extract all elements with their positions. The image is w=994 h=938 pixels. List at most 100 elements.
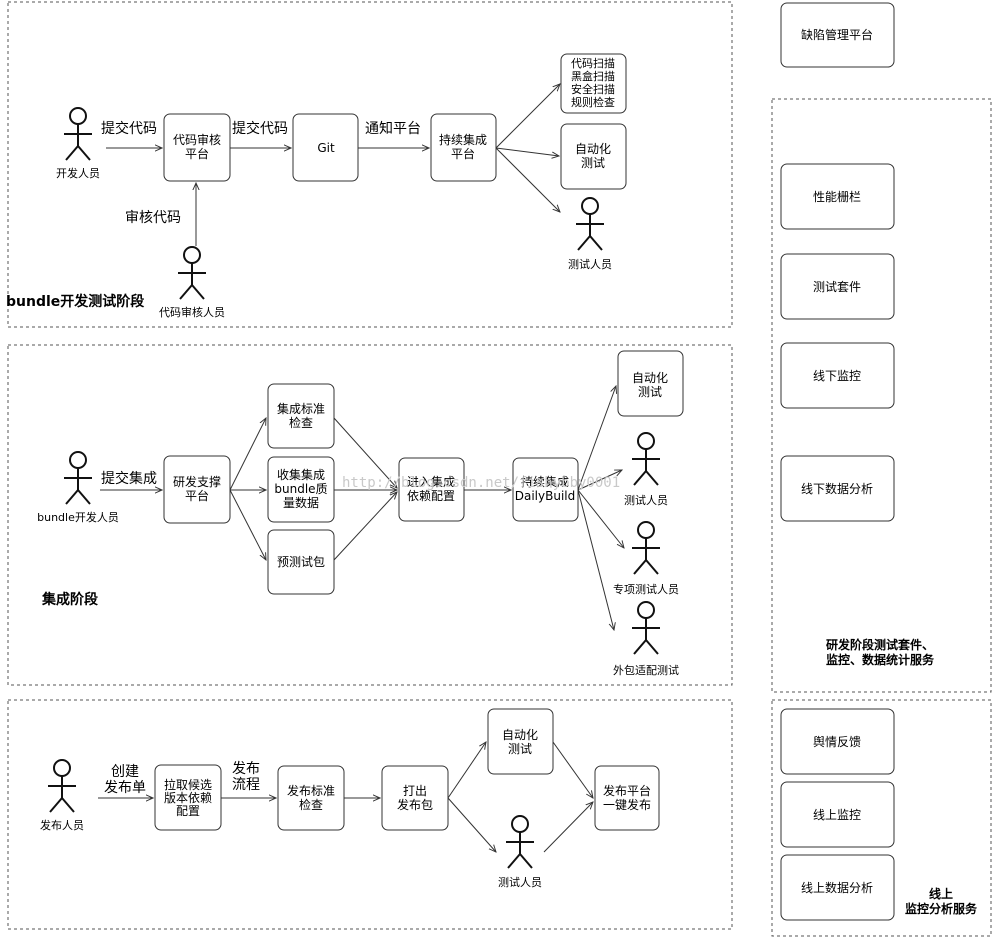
node-dev-auto-test[interactable]: 自动化测试 bbox=[560, 123, 627, 190]
edge bbox=[495, 84, 560, 149]
node-release-package[interactable]: 打出发布包 bbox=[381, 765, 449, 831]
node-enter-dependency-config[interactable]: 进入集成依赖配置 bbox=[398, 457, 465, 522]
node-label-line: DailyBuild bbox=[515, 489, 576, 503]
service-online-data-analysis[interactable]: 线上数据分析 bbox=[780, 854, 895, 921]
edge-label: 提交代码 bbox=[232, 120, 288, 137]
edge-label: 流程 bbox=[232, 777, 260, 793]
section-release bbox=[7, 699, 733, 930]
section-dev bbox=[7, 1, 733, 328]
node-label-line: 发布标准 bbox=[287, 783, 335, 798]
service-label: 线上监控 bbox=[813, 808, 861, 822]
node-label-line: 版本依赖 bbox=[164, 790, 212, 805]
panel-online-services-title: 线上 bbox=[929, 886, 953, 901]
svg-text:研发支撑平台: 研发支撑平台 bbox=[173, 474, 221, 503]
actor-publisher: 发布人员 bbox=[40, 759, 84, 832]
service-test-suite[interactable]: 测试套件 bbox=[780, 253, 895, 320]
section-dev-title: bundle开发测试阶段 bbox=[6, 293, 144, 310]
node-label-line: 检查 bbox=[299, 797, 323, 812]
node-git[interactable]: Git bbox=[292, 113, 359, 182]
node-label-line: 收集集成 bbox=[277, 467, 325, 482]
node-pretest-package[interactable]: 预测试包 bbox=[267, 529, 335, 595]
node-label-line: 配置 bbox=[176, 804, 200, 818]
node-git-label: Git bbox=[317, 141, 335, 155]
actor-code-reviewer-label: 代码审核人员 bbox=[159, 305, 225, 319]
node-rd-platform[interactable]: 研发支撑平台 bbox=[163, 455, 231, 524]
edge bbox=[577, 386, 616, 491]
node-integration-standard-check[interactable]: 集成标准检查 bbox=[267, 383, 335, 449]
svg-text:线上监控分析服务: 线上监控分析服务 bbox=[905, 886, 978, 916]
actor-code-reviewer: 代码审核人员 bbox=[159, 246, 225, 319]
svg-text:自动化测试: 自动化测试 bbox=[502, 728, 538, 756]
node-label-line: 规则检查 bbox=[571, 95, 615, 109]
service-performance-fence[interactable]: 性能栅栏 bbox=[780, 163, 895, 230]
node-label-line: 依赖配置 bbox=[407, 488, 455, 503]
service-online-monitor[interactable]: 线上监控 bbox=[780, 781, 895, 848]
svg-text:研发阶段测试套件、监控、数据统计服务: 研发阶段测试套件、监控、数据统计服务 bbox=[826, 637, 935, 667]
actor-integration-tester: 测试人员 bbox=[624, 432, 668, 507]
node-label-line: 持续集成 bbox=[521, 474, 569, 489]
node-label-line: 测试 bbox=[581, 155, 605, 170]
panel-online-services-title: 监控分析服务 bbox=[905, 901, 978, 916]
node-release-standard-check[interactable]: 发布标准检查 bbox=[277, 765, 345, 831]
node-label-line: 自动化 bbox=[502, 728, 538, 742]
service-label: 线下数据分析 bbox=[801, 481, 873, 496]
node-code-review-platform[interactable]: 代码审核平台 bbox=[163, 113, 231, 182]
node-label-line: 黑盒扫描 bbox=[571, 69, 615, 83]
svg-text:拉取候选版本依赖配置: 拉取候选版本依赖配置 bbox=[164, 777, 212, 818]
node-label-line: 平台 bbox=[185, 488, 209, 503]
edge-label: 提交代码 bbox=[101, 120, 157, 137]
node-release-auto-test[interactable]: 自动化测试 bbox=[487, 708, 554, 775]
node-pull-candidate-config[interactable]: 拉取候选版本依赖配置 bbox=[154, 764, 222, 831]
actor-release-tester-label: 测试人员 bbox=[498, 876, 542, 889]
edge-label: 发布单 bbox=[104, 780, 146, 796]
edge-label: 审核代码 bbox=[125, 210, 181, 226]
actor-dev-tester: 测试人员 bbox=[568, 197, 612, 271]
service-label: 测试套件 bbox=[813, 279, 861, 294]
edge-label: 创建 bbox=[111, 764, 139, 780]
node-code-scan[interactable]: 代码扫描黑盒扫描安全扫描规则检查 bbox=[560, 53, 627, 114]
svg-text:代码扫描黑盒扫描安全扫描规则检查: 代码扫描黑盒扫描安全扫描规则检查 bbox=[571, 56, 615, 109]
actor-special-tester-label: 专项测试人员 bbox=[613, 582, 679, 596]
svg-text:自动化测试: 自动化测试 bbox=[632, 371, 668, 399]
node-label-line: 发布包 bbox=[397, 797, 433, 812]
node-label-line: 打出 bbox=[403, 784, 427, 798]
node-label-line: 测试 bbox=[508, 741, 532, 756]
actor-dev-tester-label: 测试人员 bbox=[568, 258, 612, 271]
service-label: 性能栅栏 bbox=[813, 189, 861, 204]
service-offline-monitor[interactable]: 线下监控 bbox=[780, 342, 895, 409]
edge bbox=[229, 418, 266, 491]
node-label-line: 代码扫描 bbox=[571, 56, 615, 70]
node-label-line: 集成标准 bbox=[277, 401, 325, 416]
panel-dev-services-title: 研发阶段测试套件、 bbox=[826, 637, 934, 652]
service-public-opinion[interactable]: 舆情反馈 bbox=[780, 708, 895, 775]
actor-release-tester: 测试人员 bbox=[498, 815, 542, 889]
node-integration-auto-test[interactable]: 自动化测试 bbox=[617, 350, 684, 417]
service-offline-data-analysis[interactable]: 线下数据分析 bbox=[780, 455, 895, 522]
node-one-click-release[interactable]: 发布平台一键发布 bbox=[594, 765, 660, 831]
edge bbox=[229, 489, 266, 560]
node-label-line: 拉取候选 bbox=[164, 777, 212, 792]
actor-developer: 开发人员 bbox=[56, 107, 100, 180]
node-label-line: 检查 bbox=[289, 415, 313, 430]
node-label-line: 代码审核 bbox=[173, 132, 221, 147]
panel-dev-services-title: 监控、数据统计服务 bbox=[826, 652, 935, 667]
actor-bundle-developer-label: bundle开发人员 bbox=[37, 510, 119, 524]
node-label-line: 测试 bbox=[638, 384, 662, 399]
node-label-line: 发布平台 bbox=[603, 783, 651, 798]
node-label-line: 持续集成 bbox=[439, 132, 487, 147]
svg-text:打出发布包: 打出发布包 bbox=[397, 784, 433, 812]
edge bbox=[543, 802, 593, 853]
node-ci-platform[interactable]: 持续集成平台 bbox=[430, 113, 497, 182]
actor-outsourced-tester-label: 外包适配测试 bbox=[613, 664, 679, 677]
service-label: 舆情反馈 bbox=[813, 734, 861, 749]
svg-text:代码审核平台: 代码审核平台 bbox=[173, 132, 221, 161]
watermark: http://blog.csdn.net/fishybby0001 bbox=[342, 475, 620, 491]
edge bbox=[577, 470, 622, 491]
service-label: 线上数据分析 bbox=[801, 880, 873, 895]
node-defect-management-platform[interactable]: 缺陷管理平台 bbox=[780, 2, 895, 68]
actor-developer-label: 开发人员 bbox=[56, 166, 100, 180]
edge-label: 发布 bbox=[232, 761, 260, 777]
